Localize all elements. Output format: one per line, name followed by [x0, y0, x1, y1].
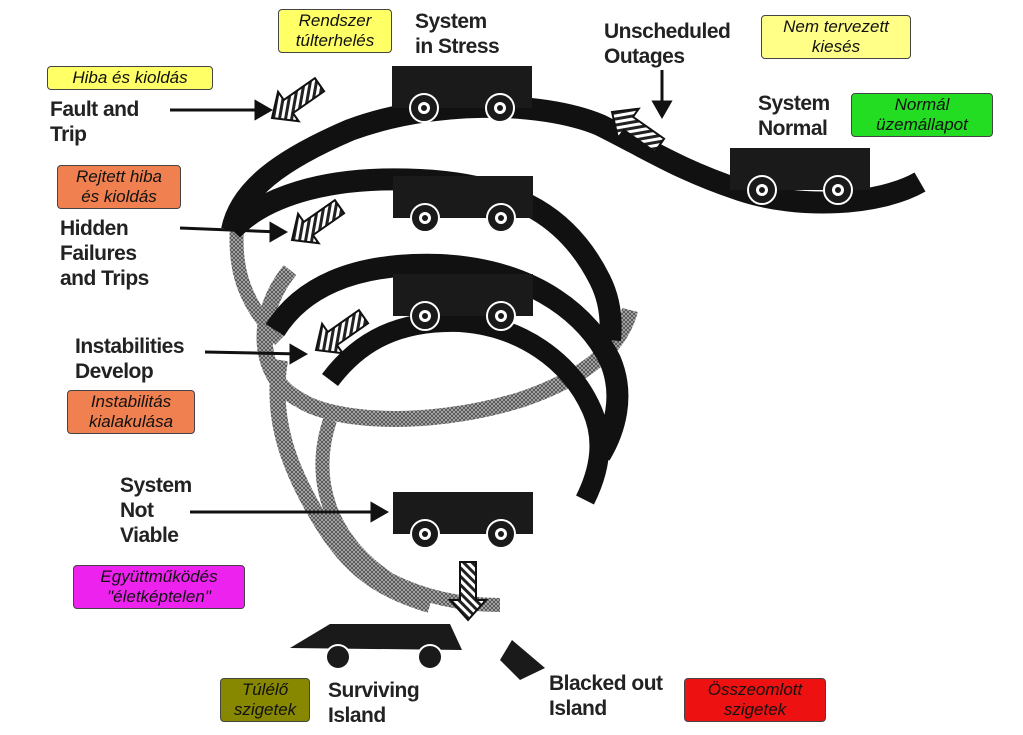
solid-pointer-arrows	[170, 70, 673, 523]
cart-not-viable	[392, 491, 534, 549]
blacked-out-island-shape	[500, 640, 545, 680]
box-egyuttmukodes-eletkeptelen: Együttműködés"életképtelen"	[73, 565, 245, 609]
box-hiba-es-kioldas: Hiba és kioldás	[47, 66, 213, 90]
hatched-arrow-1	[260, 68, 331, 134]
cart-hidden-failures	[392, 175, 534, 233]
surviving-island-cart	[290, 624, 462, 670]
